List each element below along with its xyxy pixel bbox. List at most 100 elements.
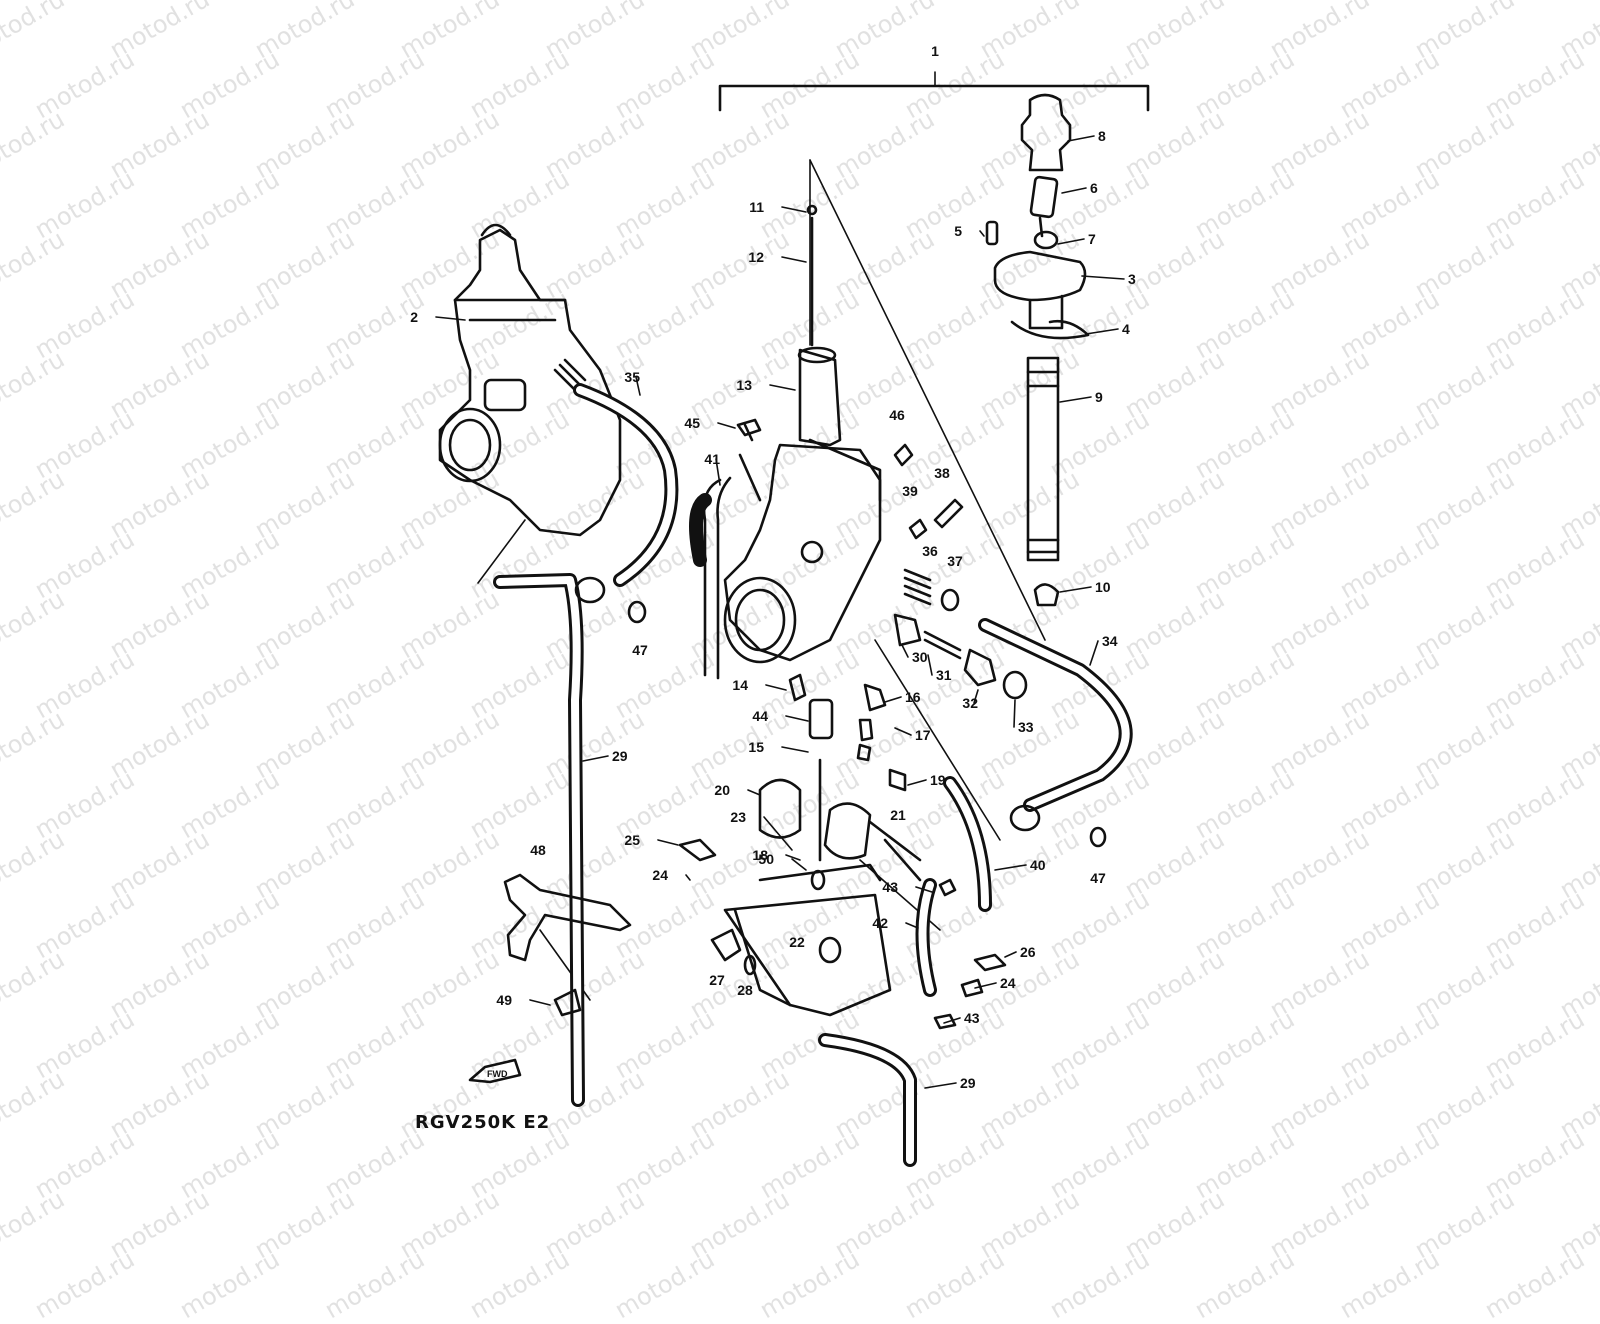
callout-leader-line <box>717 422 736 429</box>
callout-leader-line <box>994 864 1027 871</box>
callout-label-49: 49 <box>496 992 512 1008</box>
small-parts <box>574 418 1107 1030</box>
float-bowl <box>678 698 1007 1017</box>
callout-leader-line <box>1089 640 1099 666</box>
callout-label-13: 13 <box>736 377 752 393</box>
callout-label-29b: 29 <box>960 1075 976 1091</box>
callout-label-5: 5 <box>954 223 962 239</box>
callout-leader-line <box>901 644 909 658</box>
callout-label-6: 6 <box>1090 180 1098 196</box>
mounting-bracket <box>503 873 632 1017</box>
assembly-bracket <box>718 71 1150 112</box>
callout-label-23: 23 <box>730 809 746 825</box>
watermark-text: motod.ru <box>175 1244 285 1324</box>
callout-label-44: 44 <box>752 708 768 724</box>
callout-leader-line <box>943 1017 961 1024</box>
model-code: RGV250K E2 <box>415 1112 551 1133</box>
callout-leader-line <box>974 982 997 989</box>
watermark-text: motod.ru <box>1480 1244 1590 1324</box>
callout-leader-line <box>781 746 809 753</box>
callout-label-39: 39 <box>902 483 918 499</box>
callout-label-4: 4 <box>1122 321 1130 337</box>
callout-leader-line <box>1004 951 1017 958</box>
callout-label-20: 20 <box>714 782 730 798</box>
callout-label-38: 38 <box>934 465 950 481</box>
watermark-text: motod.ru <box>610 1244 720 1324</box>
callout-leader-line <box>884 696 902 703</box>
callout-layer: 1234567891011121314151617181920212223242… <box>410 43 1136 1091</box>
callout-label-41: 41 <box>704 451 720 467</box>
callout-leader-line <box>1059 586 1092 593</box>
callout-leader-line <box>1067 135 1095 142</box>
callout-label-8: 8 <box>1098 128 1106 144</box>
callout-label-3: 3 <box>1128 271 1136 287</box>
left-carburetor <box>438 223 622 537</box>
callout-label-11: 11 <box>749 199 764 215</box>
callout-label-27: 27 <box>709 972 725 988</box>
watermark-text: motod.ru <box>1335 1244 1445 1324</box>
fwd-arrow: FWD <box>468 1058 522 1084</box>
callout-label-7: 7 <box>1088 231 1096 247</box>
callout-label-43b: 43 <box>964 1010 980 1026</box>
callout-leader-line <box>582 755 609 762</box>
callout-label-31: 31 <box>936 667 952 683</box>
callout-label-30: 30 <box>912 649 928 665</box>
callout-leader-line <box>973 689 979 704</box>
callout-label-29a: 29 <box>612 748 628 764</box>
callout-label-18a: 18 <box>752 847 768 863</box>
callout-leader-line <box>1081 275 1125 280</box>
callout-label-37: 37 <box>947 553 963 569</box>
throttle-slide-top <box>985 93 1090 607</box>
callout-label-45: 45 <box>684 415 700 431</box>
callout-label-40: 40 <box>1030 857 1046 873</box>
callout-leader-line <box>1057 238 1085 245</box>
callout-leader-line <box>905 922 919 929</box>
callout-leader-line <box>1061 187 1087 194</box>
fwd-label: FWD <box>487 1069 508 1079</box>
callout-label-47b: 47 <box>1090 870 1106 886</box>
callout-label-42: 42 <box>872 915 888 931</box>
callout-label-24b: 24 <box>1000 975 1016 991</box>
callout-leader-line <box>979 230 985 237</box>
callout-leader-line <box>924 1082 957 1089</box>
callout-label-19: 19 <box>930 772 946 788</box>
hoses <box>493 383 1133 1167</box>
exploded-parts-diagram: FWD 123456789101112131415161718192021222… <box>410 43 1150 1167</box>
callout-leader-line <box>791 858 807 871</box>
callout-label-15: 15 <box>748 739 764 755</box>
callout-leader-line <box>685 874 691 881</box>
callout-label-36: 36 <box>922 543 938 559</box>
callout-leader-line <box>915 886 933 893</box>
callout-label-17: 17 <box>915 727 931 743</box>
callout-label-2: 2 <box>410 309 418 325</box>
callout-label-16: 16 <box>905 689 921 705</box>
watermark-text: motod.ru <box>755 1244 865 1324</box>
callout-label-24a: 24 <box>652 867 668 883</box>
callout-leader-line <box>529 999 551 1006</box>
callout-label-22: 22 <box>789 934 805 950</box>
adjuster-screws <box>893 498 1028 700</box>
callout-leader-line <box>927 654 933 676</box>
callout-leader-line <box>747 789 761 796</box>
watermark-text: motod.ru <box>30 1244 140 1324</box>
callout-label-47a: 47 <box>632 642 648 658</box>
callout-leader-line <box>781 206 807 213</box>
callout-label-35: 35 <box>624 369 640 385</box>
callout-label-32: 32 <box>962 695 978 711</box>
callout-label-46: 46 <box>889 407 905 423</box>
callout-leader-line <box>657 839 679 846</box>
callout-leader-line <box>763 816 793 851</box>
callout-leader-line <box>715 458 721 486</box>
callout-label-33: 33 <box>1018 719 1034 735</box>
callout-leader-line <box>435 316 466 321</box>
watermark-text: motod.ru <box>900 1244 1010 1324</box>
callout-leader-line <box>785 854 801 861</box>
callout-leader-line <box>1085 328 1119 335</box>
callout-label-28: 28 <box>737 982 753 998</box>
callout-label-34: 34 <box>1102 633 1118 649</box>
callout-label-43a: 43 <box>882 879 898 895</box>
watermark-text: motod.ru <box>465 1244 575 1324</box>
center-carburetor <box>702 204 882 680</box>
callout-leader-line <box>635 376 641 396</box>
callout-label-25: 25 <box>624 832 640 848</box>
